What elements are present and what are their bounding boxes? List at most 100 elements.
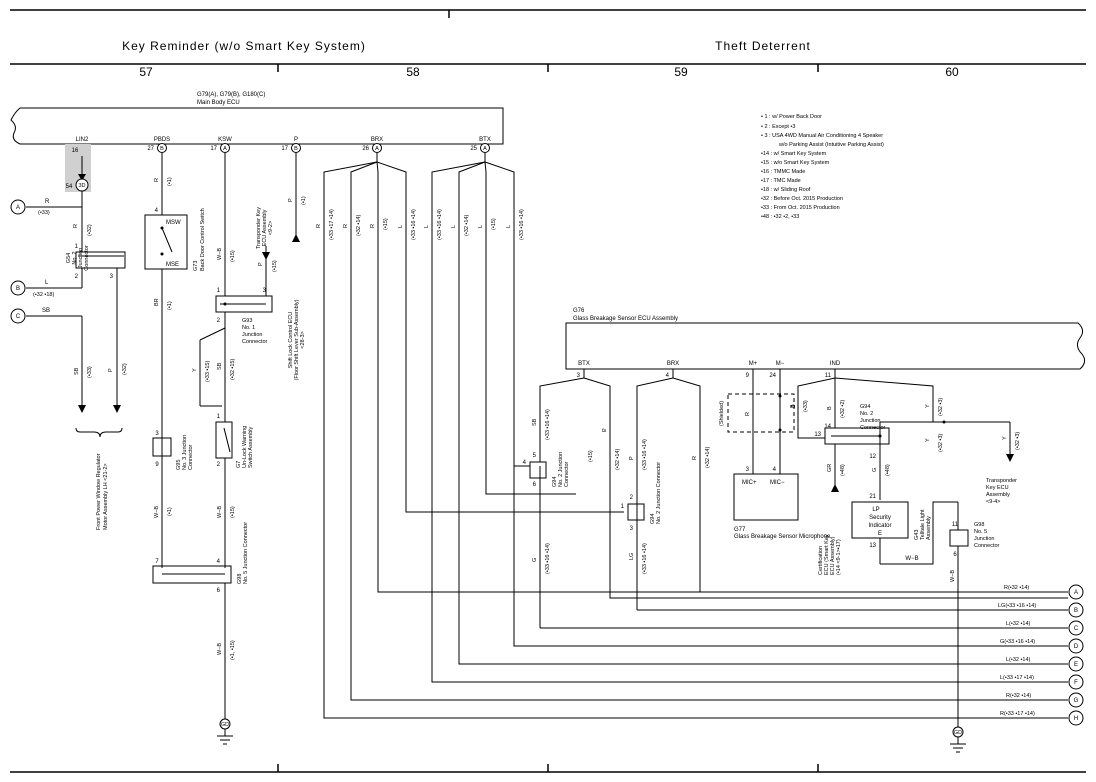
pin-number: 26 xyxy=(362,146,369,152)
wire-note: (•15) xyxy=(272,260,278,272)
pin-number: 4 xyxy=(155,208,159,214)
svg-text:•48 : •32 •2, •33: •48 : •32 •2, •33 xyxy=(761,214,799,220)
svg-text:P: P xyxy=(629,456,635,460)
pin-name: BRX xyxy=(371,137,383,143)
ground-label: GD xyxy=(221,722,229,728)
svg-text:• 2 : Except •3: • 2 : Except •3 xyxy=(761,124,795,130)
svg-text:B: B xyxy=(1074,608,1078,614)
svg-text:(•32 •3): (•32 •3) xyxy=(938,398,944,416)
svg-text:6: 6 xyxy=(533,482,537,488)
svg-text:Assembly: Assembly xyxy=(986,492,1010,498)
svg-text:1: 1 xyxy=(621,504,625,510)
svg-text:G98: G98 xyxy=(237,574,243,584)
svg-text:R: R xyxy=(316,224,322,228)
svg-text:Front Power Window Regulator: Front Power Window Regulator xyxy=(96,453,102,530)
svg-text:L: L xyxy=(398,225,404,228)
svg-text:(•15): (•15) xyxy=(491,218,497,230)
svg-text:B: B xyxy=(294,146,298,152)
wire-color: R xyxy=(73,224,79,228)
svg-text:Assembly: Assembly xyxy=(926,516,932,540)
pin-name: KSW xyxy=(218,137,232,143)
svg-text:IND: IND xyxy=(830,361,841,367)
svg-text:Glass Breakage Sensor ECU Asse: Glass Breakage Sensor ECU Assembly xyxy=(573,316,678,322)
svg-text:2: 2 xyxy=(630,495,634,501)
svg-text:Switch Assembly: Switch Assembly xyxy=(248,426,254,468)
wire-note: (•1) xyxy=(167,301,173,310)
svg-text:Certification: Certification xyxy=(818,546,824,575)
svg-text:A: A xyxy=(483,146,487,152)
svg-text:(•15): (•15) xyxy=(383,218,389,230)
svg-text:6: 6 xyxy=(953,552,957,558)
section-number: 59 xyxy=(674,65,688,79)
g73-label: G73 Back Door Control Switch xyxy=(193,208,206,271)
wire-note: (•33) xyxy=(38,210,50,216)
svg-text:(•32 •2): (•32 •2) xyxy=(840,400,846,418)
svg-text:R: R xyxy=(692,456,698,460)
bus-connector-a: AR(•32 •14) xyxy=(1004,584,1084,600)
svg-text:•15 : w/o Smart Key System: •15 : w/o Smart Key System xyxy=(761,160,830,166)
pin-number: 3 xyxy=(110,274,114,280)
pin-number: 2 xyxy=(217,318,221,324)
pin-name: PBDS xyxy=(154,137,170,143)
wire-color: W−B xyxy=(217,506,223,518)
svg-text:•17 : TMC Made: •17 : TMC Made xyxy=(761,178,801,184)
svg-text:Motor Assembly LH <21-2>: Motor Assembly LH <21-2> xyxy=(103,463,109,530)
svg-text:No. 2: No. 2 xyxy=(860,411,873,417)
svg-text:R(•33 •17 •14): R(•33 •17 •14) xyxy=(1000,711,1035,717)
svg-text:(•33 •16 •14): (•33 •16 •14) xyxy=(437,209,443,240)
transponder-top: Transponder Key ECU Assembly <9-2> P (•1… xyxy=(256,207,278,296)
svg-text:Indicator: Indicator xyxy=(868,523,891,529)
svg-text:(•32 •3): (•32 •3) xyxy=(938,434,944,452)
glass-breakage-microphone: (Shielded) R B 3 4 MIC+ MIC− G77 Glass B… xyxy=(719,369,831,540)
wire-color: L xyxy=(45,280,49,286)
svg-text:(•33 •16 •14): (•33 •16 •14) xyxy=(411,209,417,240)
svg-text:ECU Assembly): ECU Assembly) xyxy=(830,536,836,575)
svg-text:SB: SB xyxy=(532,418,538,426)
svg-text:5: 5 xyxy=(533,453,537,459)
svg-text:L: L xyxy=(424,225,430,228)
svg-text:21: 21 xyxy=(869,494,876,500)
svg-text:(•15): (•15) xyxy=(588,450,594,462)
svg-text:A: A xyxy=(375,146,379,152)
pin-number: 25 xyxy=(470,146,477,152)
wire-color: W−B xyxy=(217,248,223,260)
svg-text:G77: G77 xyxy=(734,527,746,533)
svg-text:Junction: Junction xyxy=(242,332,263,338)
svg-text:No. 1: No. 1 xyxy=(242,325,255,331)
svg-text:4: 4 xyxy=(773,467,777,473)
wire-note: (•33 •15) xyxy=(205,361,211,382)
svg-text:(Shielded): (Shielded) xyxy=(719,401,725,426)
svg-text:(•33 •16 •14): (•33 •16 •14) xyxy=(519,209,525,240)
wire-color: BR xyxy=(154,298,160,306)
svg-text:(•33 •16 •14): (•33 •16 •14) xyxy=(642,543,648,574)
svg-text:G94: G94 xyxy=(552,477,558,487)
svg-text:(•33 •16 •14): (•33 •16 •14) xyxy=(545,543,551,574)
pin-number: 27 xyxy=(147,146,154,152)
svg-text:G95: G95 xyxy=(176,460,182,470)
wire-color: W−B xyxy=(154,506,160,518)
g54-left-label: G54 No. 2 Junction Connector xyxy=(66,245,90,271)
wire-note: (•32 •18) xyxy=(33,292,54,298)
svg-text:B: B xyxy=(790,404,796,408)
svg-text:Connector: Connector xyxy=(188,444,194,470)
bus-connector-f: FL(•33 •17 •14) xyxy=(1000,674,1084,690)
svg-text:No. 2 Junction: No. 2 Junction xyxy=(558,452,564,487)
wire-note: (•1, •15) xyxy=(230,640,236,660)
wire-note: (•15) xyxy=(230,250,236,262)
pin-number: 1 xyxy=(217,414,221,420)
svg-text:R: R xyxy=(343,224,349,228)
svg-text:(•48): (•48) xyxy=(885,464,891,476)
pin-number: 3D xyxy=(78,183,85,189)
svg-text:•32 : Before Oct. 2015 Product: •32 : Before Oct. 2015 Production xyxy=(761,196,843,202)
svg-text:13: 13 xyxy=(869,543,876,549)
svg-text:L(•32 •14): L(•32 •14) xyxy=(1006,657,1031,663)
svg-text:G: G xyxy=(872,468,878,472)
svg-text:M+: M+ xyxy=(749,361,758,367)
section-number: 60 xyxy=(945,65,959,79)
svg-text:14: 14 xyxy=(824,424,831,430)
brx-btx-fan: A 26 A 25 R (•33 •17 •14) R (•32 •14) R … xyxy=(316,143,1068,719)
svg-text:BTX: BTX xyxy=(578,361,590,367)
pin-number: 3 xyxy=(263,288,267,294)
svg-text:Y: Y xyxy=(925,404,931,408)
g76-btx-wiring: 5 4 6 G94 No. 2 Junction Connector SB (•… xyxy=(514,369,1068,629)
